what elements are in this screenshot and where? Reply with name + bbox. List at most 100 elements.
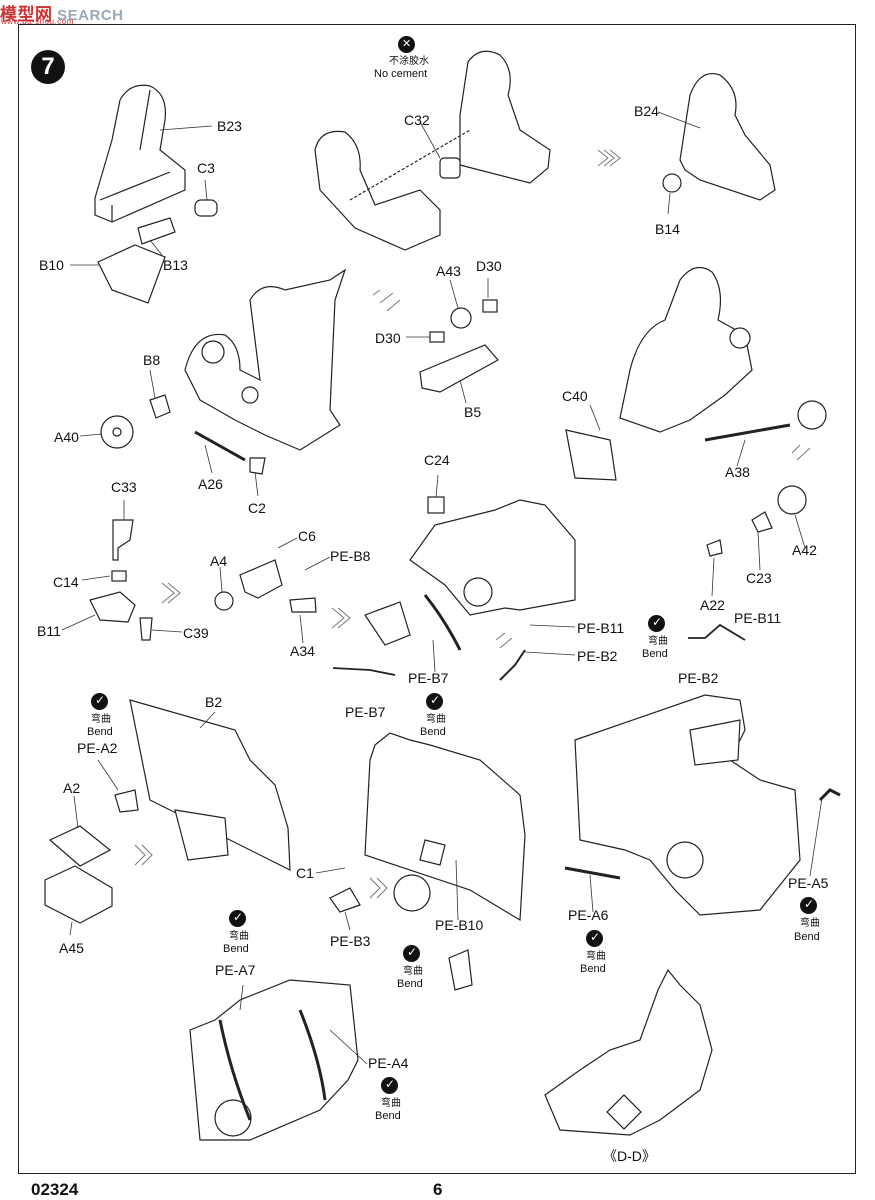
label-b24: B24 [634, 103, 659, 119]
label-pe-b8: PE-B8 [330, 548, 371, 564]
label-b8: B8 [143, 352, 161, 368]
bend-en-pe-b7: Bend [420, 726, 446, 738]
bend-cn-pe-b10: 弯曲 [403, 966, 423, 977]
part-c40-drawing [565, 429, 617, 481]
engine-center-drawing [409, 496, 576, 616]
label-pe-b7-center: PE-B7 [408, 670, 449, 686]
label-pe-b3: PE-B3 [330, 933, 371, 949]
part-c14-drawing [111, 570, 127, 582]
label-pe-b7-left: PE-B7 [345, 704, 386, 720]
bend-en-pe-a2: Bend [87, 726, 113, 738]
label-a38: A38 [725, 464, 750, 480]
label-pe-b2-side: PE-B2 [678, 670, 719, 686]
label-b10: B10 [39, 257, 64, 273]
bend-en-pe-a6: Bend [580, 963, 606, 975]
label-pe-a6: PE-A6 [568, 907, 609, 923]
engine-right-drawing [619, 266, 753, 433]
bend-en-pe-b11: Bend [642, 648, 668, 660]
bend-icon-pe-a7 [229, 910, 246, 927]
part-pe-b2-drawing [499, 649, 526, 681]
part-a45-drawing [44, 865, 113, 924]
label-a2: A2 [63, 780, 81, 796]
step-number: 7 [31, 50, 65, 84]
label-c33: C33 [111, 479, 137, 495]
part-pe-a6-drawing [564, 866, 621, 880]
page-number: 6 [433, 1180, 443, 1199]
label-a43: A43 [436, 263, 461, 279]
label-pe-a2: PE-A2 [77, 740, 118, 756]
part-b8-drawing [149, 394, 171, 419]
label-c23: C23 [746, 570, 772, 586]
label-c2: C2 [248, 500, 266, 516]
part-c23-drawing [751, 511, 773, 533]
label-c32: C32 [404, 112, 430, 128]
label-b23: B23 [217, 118, 242, 134]
label-pe-a5: PE-A5 [788, 875, 829, 891]
center-plate-drawing [364, 732, 526, 922]
label-c14: C14 [53, 574, 79, 590]
label-a40: A40 [54, 429, 79, 445]
part-pe-b7-drawing [332, 667, 396, 676]
engine-mount-drawing [364, 601, 411, 646]
bend-en-pe-a5: Bend [794, 931, 820, 943]
bend-icon-pe-b10 [403, 945, 420, 962]
label-c1: C1 [296, 865, 314, 881]
product-code: 02324 [31, 1180, 79, 1199]
bend-icon-pe-a2 [91, 693, 108, 710]
bottom-right-assembly-drawing [544, 968, 713, 1136]
label-a34: A34 [290, 643, 315, 659]
page-frame [18, 24, 856, 1174]
watermark-cn: 模型网 [0, 5, 53, 24]
bend-icon-pe-b7 [426, 693, 443, 710]
bend-icon-pe-a5 [800, 897, 817, 914]
part-pe-b3-drawing [329, 887, 361, 913]
label-pe-b2: PE-B2 [577, 648, 618, 664]
bend-icon-pe-a6 [586, 930, 603, 947]
part-a34-drawing [289, 597, 317, 613]
part-b11-drawing [89, 591, 136, 623]
label-d30-top: D30 [476, 258, 502, 274]
label-b14: B14 [655, 221, 680, 237]
part-c33-drawing [112, 519, 134, 561]
part-pe-b11-side-drawing [688, 623, 746, 641]
label-c39: C39 [183, 625, 209, 641]
bend-cn-pe-a5: 弯曲 [800, 918, 820, 929]
part-c2-drawing [249, 457, 266, 475]
watermark: 模型网 SEARCH www.pa-shou.com [0, 0, 124, 26]
part-pe-b10-detail-drawing [448, 949, 473, 991]
label-pe-b11: PE-B11 [577, 620, 625, 636]
watermark-en: SEARCH [57, 7, 124, 24]
label-a22: A22 [700, 597, 725, 613]
label-a45: A45 [59, 940, 84, 956]
part-a4-drawing [214, 591, 234, 611]
label-c40: C40 [562, 388, 588, 404]
label-b2: B2 [205, 694, 223, 710]
label-c24: C24 [424, 452, 450, 468]
bend-cn-pe-b11: 弯曲 [648, 636, 668, 647]
part-b2-drawing [114, 699, 291, 871]
part-a26-drawing [194, 430, 246, 462]
part-a42-drawing [777, 485, 807, 515]
bend-en-pe-a7: Bend [223, 943, 249, 955]
label-d30-left: D30 [375, 330, 401, 346]
part-a2-drawing [48, 825, 112, 867]
label-pe-b11-side: PE-B11 [734, 610, 782, 626]
label-a26: A26 [198, 476, 223, 492]
label-pe-b10: PE-B10 [435, 917, 484, 933]
part-pe-b7-link-drawing [423, 594, 462, 651]
part-b5-drawing [419, 299, 499, 393]
label-b13: B13 [163, 257, 188, 273]
bend-en-pe-a4: Bend [375, 1110, 401, 1122]
part-a22-drawing [706, 539, 723, 557]
bend-cn-pe-a6: 弯曲 [586, 951, 606, 962]
label-a42: A42 [792, 542, 817, 558]
part-c39-drawing [139, 617, 153, 641]
part-pe-a5-drawing [818, 788, 841, 802]
bend-en-pe-b10: Bend [397, 978, 423, 990]
label-b5: B5 [464, 404, 482, 420]
bend-cn-pe-b7: 弯曲 [426, 714, 446, 725]
part-c32-assembly-drawing [314, 50, 551, 251]
no-cement-icon [398, 36, 415, 53]
right-assembly-drawing [574, 694, 801, 916]
